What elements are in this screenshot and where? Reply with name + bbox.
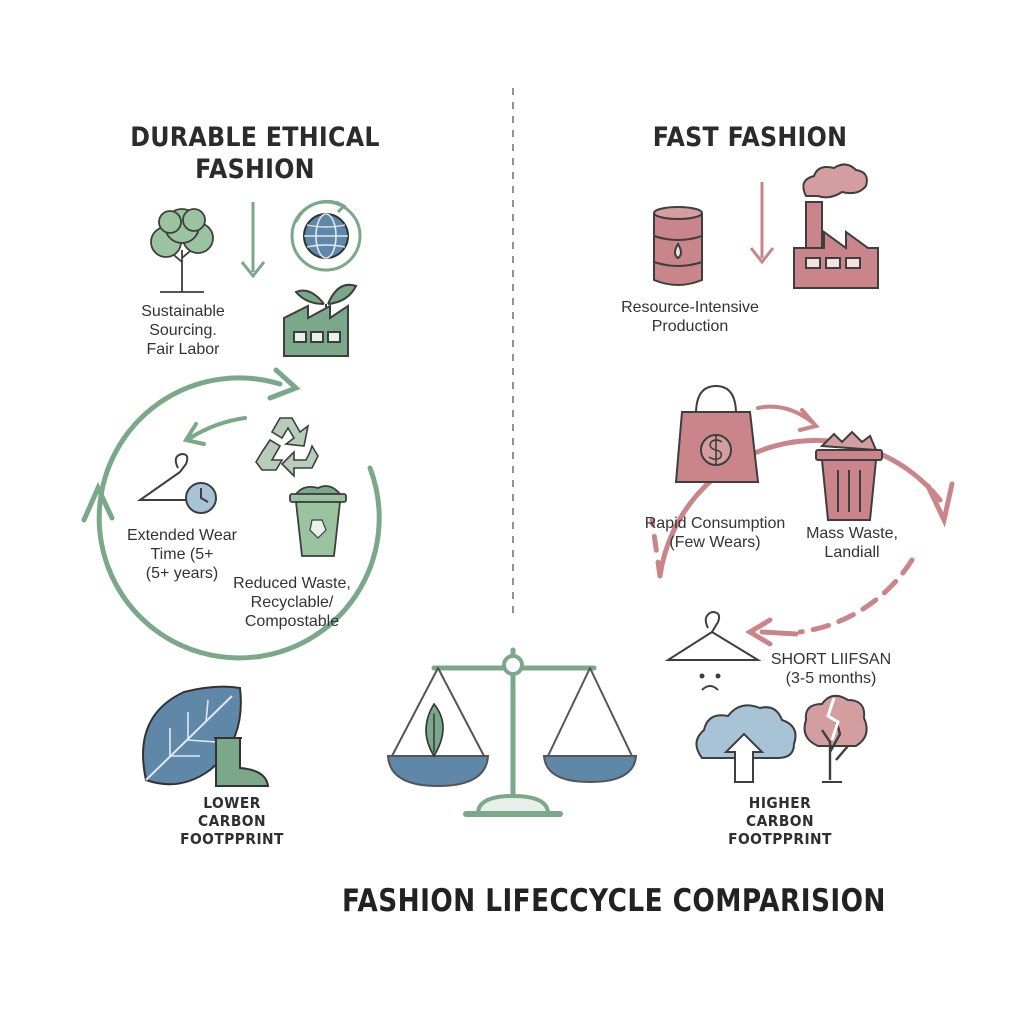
dead-tree-icon: [803, 694, 868, 783]
balance-scale-icon: [386, 647, 638, 817]
globe-icon: [290, 200, 362, 272]
red-cycle-arrow: [649, 437, 955, 647]
oil-barrel-icon: [653, 206, 703, 286]
small-green-arrow: [182, 416, 247, 446]
diagram-title: FASHION LIFECCYCLE COMPARISION: [342, 883, 886, 919]
right-carbon-label: HIGHER CARBON FOOTPPRINT: [728, 794, 832, 848]
down-arrow-icon: [240, 202, 266, 279]
trash-can-icon: [815, 430, 883, 521]
compost-bin-icon: [289, 485, 347, 557]
left-carbon-label: LOWER CARBON FOOTPPRINT: [180, 794, 284, 848]
green-cycle-arrow: [81, 367, 382, 661]
recycle-icon: [255, 417, 319, 478]
left-sourcing-label: Sustainable Sourcing. Fair Labor: [141, 303, 225, 359]
right-production-label: Resource-Intensive Production: [621, 299, 759, 336]
small-red-arrow: [756, 404, 820, 432]
polluting-factory-icon: [793, 163, 879, 289]
right-heading: FAST FASHION: [652, 122, 848, 153]
hanger-clock-icon: [136, 452, 217, 514]
right-consumption-label: Rapid Consumption (Few Wears): [644, 515, 786, 552]
right-waste-label: Mass Waste, Landiall: [806, 525, 898, 562]
left-wear-label: Extended Wear Time (5+ (5+ years): [127, 527, 237, 583]
down-arrow-red-icon: [749, 182, 775, 265]
green-factory-icon: [283, 283, 358, 357]
leaf-boot-icon: [142, 685, 270, 787]
cloud-upload-icon: [695, 704, 797, 783]
left-heading: DURABLE ETHICAL FASHION: [130, 122, 380, 186]
tree-icon: [150, 208, 214, 293]
right-lifespan-label: SHORT LIIFSAN (3-5 months): [770, 651, 892, 688]
left-waste-label: Reduced Waste, Recyclable/ Compostable: [233, 575, 351, 631]
shopping-bag-icon: [674, 384, 760, 483]
sad-hanger-icon: [664, 610, 762, 691]
